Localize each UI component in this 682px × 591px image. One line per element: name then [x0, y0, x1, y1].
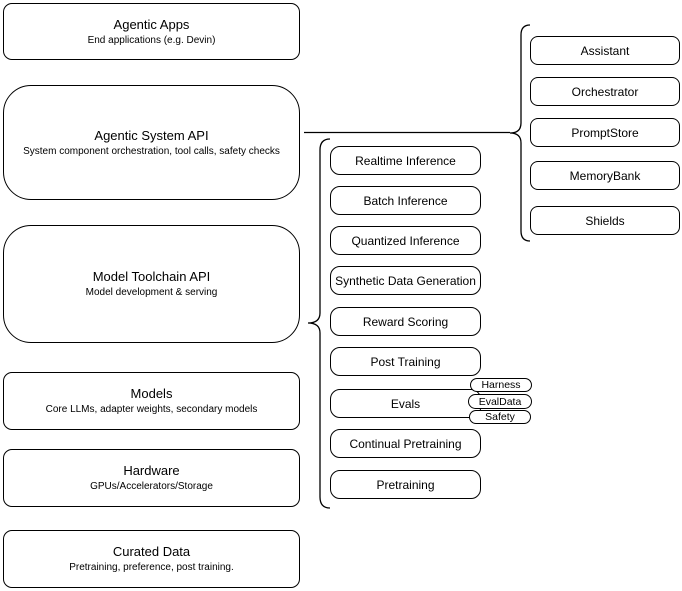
tag-harness: Harness	[470, 378, 532, 392]
node-synthetic-data-generation: Synthetic Data Generation	[330, 266, 481, 295]
node-title: Curated Data	[112, 544, 191, 559]
node-subtitle: Pretraining, preference, post training.	[69, 562, 234, 573]
node-models: Models Core LLMs, adapter weights, secon…	[3, 372, 300, 430]
node-continual-pretraining: Continual Pretraining	[330, 429, 481, 458]
node-subtitle: End applications (e.g. Devin)	[87, 34, 216, 46]
node-orchestrator: Orchestrator	[530, 77, 680, 106]
node-model-toolchain-api: Model Toolchain API Model development & …	[3, 225, 300, 343]
node-subtitle: Model development & serving	[85, 287, 218, 298]
node-agentic-apps: Agentic Apps End applications (e.g. Devi…	[3, 3, 300, 60]
node-batch-inference: Batch Inference	[330, 186, 481, 215]
node-post-training: Post Training	[330, 347, 481, 376]
node-title: Agentic System API	[94, 127, 209, 143]
node-subtitle: Core LLMs, adapter weights, secondary mo…	[45, 404, 258, 415]
node-evals: Evals	[330, 389, 481, 418]
node-agentic-system-api: Agentic System API System component orch…	[3, 85, 300, 200]
system-components-brace	[509, 24, 531, 242]
toolchain-brace	[307, 138, 331, 509]
node-assistant: Assistant	[530, 36, 680, 65]
node-promptstore: PromptStore	[530, 118, 680, 147]
node-memorybank: MemoryBank	[530, 161, 680, 190]
node-title: Model Toolchain API	[92, 269, 211, 284]
tag-evaldata: EvalData	[468, 394, 532, 409]
node-hardware: Hardware GPUs/Accelerators/Storage	[3, 449, 300, 507]
node-subtitle: GPUs/Accelerators/Storage	[90, 481, 213, 492]
node-shields: Shields	[530, 206, 680, 235]
node-quantized-inference: Quantized Inference	[330, 226, 481, 255]
node-title: Agentic Apps	[113, 16, 190, 32]
node-realtime-inference: Realtime Inference	[330, 146, 481, 175]
node-reward-scoring: Reward Scoring	[330, 307, 481, 336]
node-title: Models	[130, 386, 173, 401]
node-subtitle: System component orchestration, tool cal…	[23, 145, 280, 157]
node-title: Hardware	[123, 463, 180, 478]
node-curated-data: Curated Data Pretraining, preference, po…	[3, 530, 300, 588]
node-pretraining: Pretraining	[330, 470, 481, 499]
tag-safety: Safety	[469, 410, 531, 424]
